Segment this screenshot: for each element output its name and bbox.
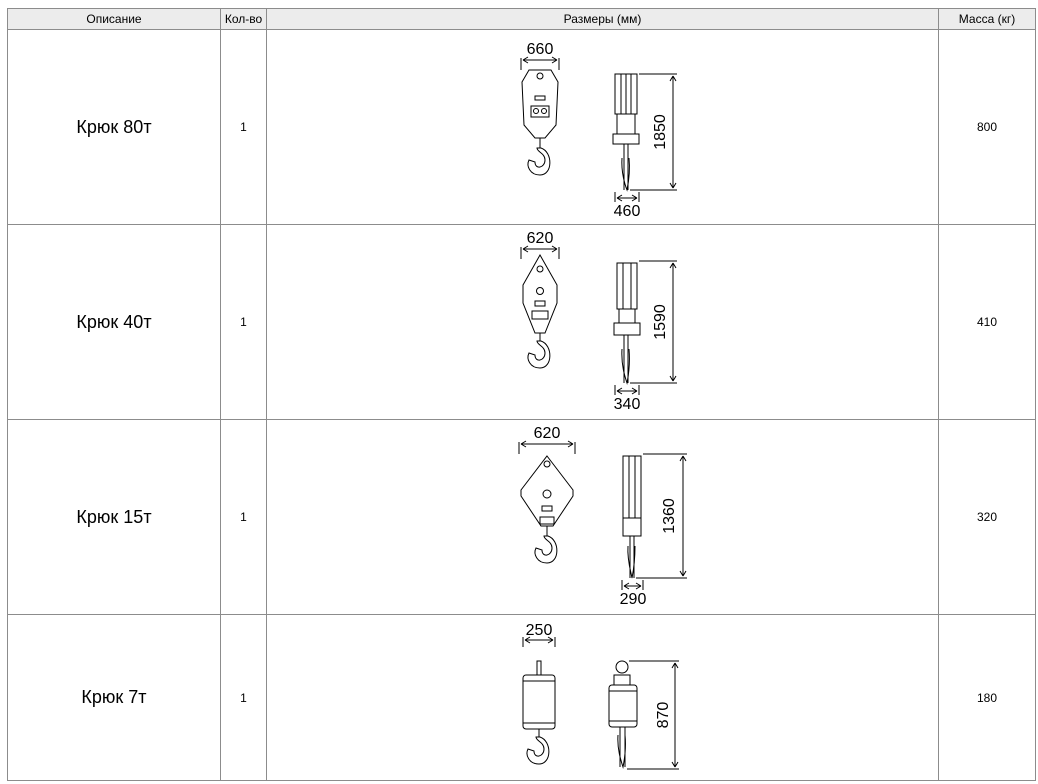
row-quantity: 1	[220, 224, 267, 420]
hook-block-drawing: 660 1850 460	[520, 41, 677, 220]
table-row: Крюк 40т 1	[7, 224, 1036, 420]
width-dimension-label: 620	[534, 425, 561, 442]
hook-specification-table: Описание Кол-во Размеры (мм) Масса (кг) …	[7, 8, 1036, 781]
depth-dimension-label: 340	[614, 396, 641, 413]
header-mass: Масса (кг)	[938, 8, 1036, 30]
height-dimension-label: 1590	[652, 304, 669, 340]
row-quantity: 1	[220, 614, 267, 781]
dimension-drawing-cell: 620 1360 290	[266, 419, 939, 615]
hook-side-view	[612, 73, 677, 202]
hook-front-view	[520, 245, 560, 369]
width-dimension-label: 660	[527, 41, 554, 58]
hook-side-view	[613, 260, 677, 395]
depth-dimension-label: 460	[614, 203, 641, 220]
height-dimension-label: 1360	[661, 498, 678, 534]
row-description: Крюк 40т	[7, 224, 221, 420]
dimension-drawing-cell: 660 1850 460	[266, 29, 939, 225]
dimension-drawing-cell: 250 870	[266, 614, 939, 781]
hook-block-drawing: 620 1360 290	[518, 425, 687, 608]
header-quantity: Кол-во	[220, 8, 267, 30]
hook-front-view	[518, 440, 576, 564]
width-dimension-label: 250	[526, 622, 553, 639]
row-description: Крюк 80т	[7, 29, 221, 225]
header-row: Описание Кол-во Размеры (мм) Масса (кг)	[7, 8, 1036, 30]
width-dimension-label: 620	[527, 230, 554, 247]
row-quantity: 1	[220, 419, 267, 615]
table-row: Крюк 80т 1	[7, 29, 1036, 225]
header-dimensions: Размеры (мм)	[266, 8, 939, 30]
row-quantity: 1	[220, 29, 267, 225]
table-row: Крюк 7т 1	[7, 614, 1036, 781]
row-mass: 410	[938, 224, 1036, 420]
table-row: Крюк 15т 1	[7, 419, 1036, 615]
dimension-drawing-cell: 620 1590 340	[266, 224, 939, 420]
hook-front-view	[522, 636, 556, 765]
hook-front-view	[520, 56, 560, 176]
depth-dimension-label: 290	[620, 591, 647, 608]
hook-side-view	[608, 660, 679, 770]
hook-block-drawing: 250 870	[522, 622, 679, 770]
height-dimension-label: 870	[655, 702, 672, 729]
row-mass: 800	[938, 29, 1036, 225]
hook-block-drawing: 620 1590 340	[520, 230, 677, 413]
header-description: Описание	[7, 8, 221, 30]
row-description: Крюк 7т	[7, 614, 221, 781]
row-description: Крюк 15т	[7, 419, 221, 615]
height-dimension-label: 1850	[652, 114, 669, 150]
row-mass: 180	[938, 614, 1036, 781]
hook-side-view	[621, 453, 687, 590]
row-mass: 320	[938, 419, 1036, 615]
